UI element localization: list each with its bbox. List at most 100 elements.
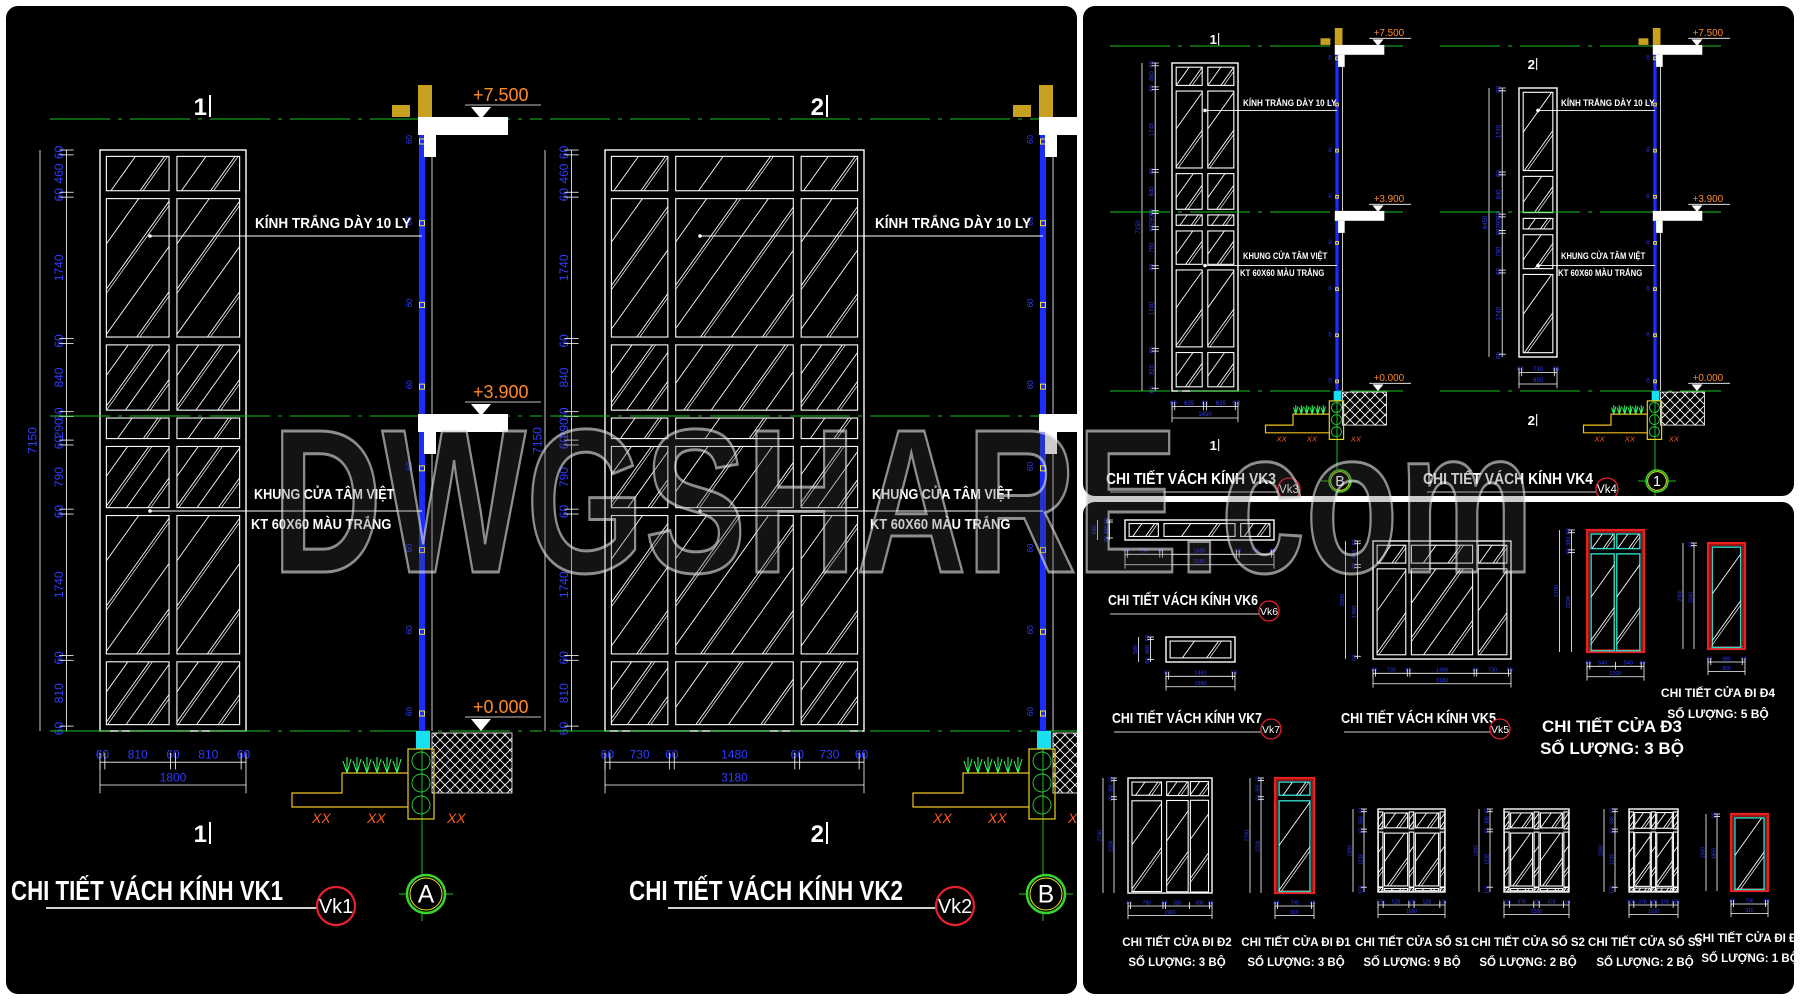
frame-anchor <box>419 383 425 390</box>
hatch-line <box>695 661 742 725</box>
width-dimension: 1480 <box>721 748 748 762</box>
hatch-line <box>801 198 858 338</box>
height-dimension: 386 <box>1485 816 1491 825</box>
hatch-line <box>1190 800 1209 892</box>
hatch-line <box>1651 811 1656 829</box>
hatch-line <box>817 446 858 508</box>
glass-pane <box>1410 568 1474 656</box>
leader-dot <box>1536 108 1540 113</box>
width-dimension: 730 <box>1139 549 1148 555</box>
glass-pane <box>1656 832 1673 887</box>
width-dimension: 60 <box>1208 901 1214 907</box>
stone <box>411 773 431 793</box>
glass-pane <box>1128 523 1159 537</box>
hatch-line <box>1378 811 1383 829</box>
hatch-line <box>1219 230 1234 265</box>
glass-pane <box>800 514 859 655</box>
hatch-line <box>1423 568 1473 655</box>
glass-pane <box>1510 832 1534 887</box>
stone-foundation <box>1028 748 1056 820</box>
hatch-line <box>1206 641 1220 658</box>
soil-symbol: XX <box>311 810 331 826</box>
vk2-tag-bubble <box>934 885 976 927</box>
hatch-line <box>106 515 170 654</box>
glass-pane <box>1510 887 1534 892</box>
plant-icon <box>1638 405 1644 415</box>
hatch-line <box>1669 888 1672 892</box>
hatch-line <box>703 198 794 338</box>
hatch-line <box>1207 173 1226 210</box>
hatch-line <box>176 198 210 338</box>
plant-icon <box>1611 405 1617 415</box>
hatch-line <box>176 344 224 411</box>
level-label: +7.500 <box>1374 28 1405 39</box>
level-label: +7.500 <box>1693 28 1724 39</box>
hatch-line <box>801 515 858 654</box>
hatch-line <box>136 515 170 654</box>
hatch-line <box>611 198 668 338</box>
total-width-dimension: 850 <box>1533 378 1544 384</box>
height-dimension: 460 <box>557 163 571 183</box>
hatch-line <box>1563 811 1569 829</box>
height-dimension: 60 <box>1104 518 1110 524</box>
level-marker: +0.000 <box>1369 373 1411 391</box>
hatch-line <box>1534 887 1538 892</box>
hatch-line <box>1523 274 1553 353</box>
vk7-outer-frame <box>1165 636 1236 663</box>
hatch-line <box>1396 812 1408 828</box>
level-label: +0.000 <box>1693 373 1724 384</box>
width-dimension: 106 <box>1627 900 1636 906</box>
hatch-line <box>646 418 663 439</box>
floor-slab <box>418 414 508 432</box>
hatch-line <box>1279 800 1310 892</box>
width-dimension: 580 <box>1173 901 1182 907</box>
total-height-dimension: 2700 <box>1245 830 1251 841</box>
width-dimension: 378 <box>1660 900 1669 906</box>
glass-hatch <box>1540 812 1563 828</box>
soil-symbol: XX <box>1067 810 1087 826</box>
leader-dot <box>1536 263 1540 268</box>
hatch-line <box>1378 568 1406 655</box>
floor-fill-hatch <box>1052 732 1077 794</box>
level-triangle <box>1372 384 1384 391</box>
hatch-line <box>146 344 170 411</box>
height-dimension: 840 <box>1496 189 1502 200</box>
hatch-line <box>213 418 229 439</box>
hatch-line <box>147 446 170 508</box>
glass-pane <box>800 198 859 338</box>
hatch-line <box>1279 800 1310 892</box>
height-dimension: 60 <box>1359 827 1365 833</box>
frame-anchor <box>1335 241 1339 245</box>
width-dimension: 60 <box>1585 661 1591 667</box>
glass-pane <box>1207 351 1235 388</box>
hatch-line <box>728 446 773 508</box>
width-dimension: 60 <box>1161 901 1167 907</box>
hatch-line <box>1616 553 1640 651</box>
hatch-line <box>1591 553 1615 651</box>
hatch-line <box>1712 547 1741 648</box>
total-width-dimension: 1580 <box>1194 681 1206 687</box>
hatch-line <box>675 515 741 654</box>
height-dimension: 60 <box>1149 84 1155 91</box>
width-dimension: 60 <box>1764 899 1770 905</box>
height-dimension: 290 <box>557 418 571 438</box>
height-dimension: 60 <box>1496 352 1502 359</box>
glass-hatch <box>1176 230 1203 265</box>
hatch-line <box>125 661 170 725</box>
hatch-line <box>1207 269 1234 347</box>
width-dimension: 730 <box>1533 367 1544 373</box>
s1-title: CHI TIẾT CỬA SỔ S1 <box>1355 936 1470 949</box>
hatch-line <box>826 198 858 338</box>
glass-pane <box>675 155 794 192</box>
glass-hatch <box>1181 641 1222 658</box>
glass-hatch <box>1176 91 1203 168</box>
level-marker: +7.500 <box>1369 28 1411 46</box>
axis-bubble <box>405 873 447 915</box>
hatch-line <box>1378 811 1383 829</box>
vk4-tag-bubble <box>1595 477 1619 496</box>
plant-icon <box>1293 405 1299 415</box>
glass-pane <box>610 514 669 655</box>
